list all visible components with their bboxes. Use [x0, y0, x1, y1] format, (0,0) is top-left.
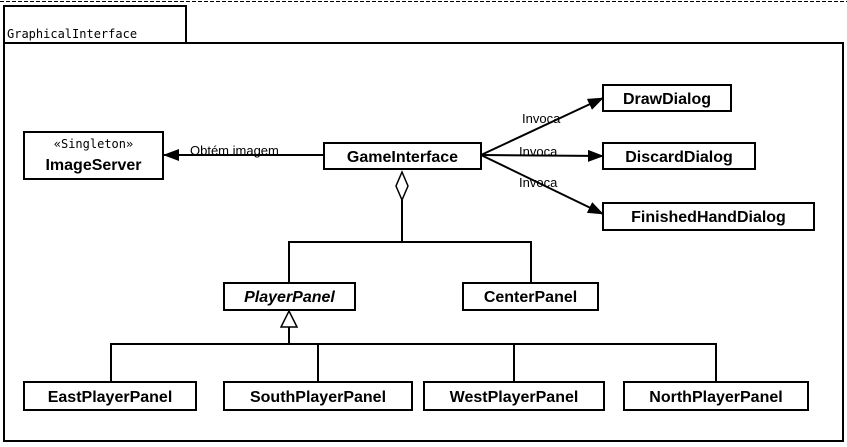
edge-label-invoca-finished: Invoca [519, 175, 558, 190]
class-finished-hand-dialog-name: FinishedHandDialog [631, 209, 786, 226]
class-north-player-panel[interactable]: NorthPlayerPanel [623, 381, 809, 411]
class-player-panel[interactable]: PlayerPanel [223, 282, 356, 311]
class-east-player-panel-name: EastPlayerPanel [48, 389, 173, 406]
edge-aggregation-branch [288, 241, 532, 283]
package-name: GraphicalInterface [7, 27, 137, 41]
class-north-player-panel-name: NorthPlayerPanel [649, 389, 782, 406]
edge-label-invoca-draw: Invoca [522, 111, 561, 126]
class-player-panel-name: PlayerPanel [244, 289, 335, 306]
edge-label-invoca-discard: Invoca [519, 144, 558, 159]
edge-invoca-discard [480, 149, 604, 162]
class-image-server-stereotype: «Singleton» [54, 137, 133, 151]
class-finished-hand-dialog[interactable]: FinishedHandDialog [602, 202, 815, 231]
class-draw-dialog[interactable]: DrawDialog [602, 84, 732, 112]
edge-generalization-branch [110, 343, 717, 382]
class-east-player-panel[interactable]: EastPlayerPanel [23, 381, 197, 411]
class-center-panel-name: CenterPanel [484, 289, 577, 306]
class-center-panel[interactable]: CenterPanel [462, 282, 599, 311]
class-west-player-panel[interactable]: WestPlayerPanel [423, 381, 605, 411]
relations: Obtém imagem Invoca Invoca Invoca [110, 97, 717, 382]
class-west-player-panel-name: WestPlayerPanel [450, 389, 579, 406]
class-south-player-panel[interactable]: SouthPlayerPanel [223, 381, 413, 411]
edge-invoca-finished [480, 154, 604, 215]
edge-invoca-draw [480, 97, 604, 156]
class-image-server-name: ImageServer [45, 157, 141, 174]
class-south-player-panel-name: SouthPlayerPanel [250, 389, 386, 406]
class-image-server[interactable]: «Singleton» ImageServer [23, 131, 164, 180]
class-discard-dialog[interactable]: DiscardDialog [602, 142, 756, 170]
class-draw-dialog-name: DrawDialog [623, 91, 711, 108]
class-game-interface-name: GameInterface [347, 149, 458, 166]
class-discard-dialog-name: DiscardDialog [625, 149, 733, 166]
class-game-interface[interactable]: GameInterface [323, 142, 482, 170]
edge-label-obtem-imagem: Obtém imagem [190, 143, 279, 158]
